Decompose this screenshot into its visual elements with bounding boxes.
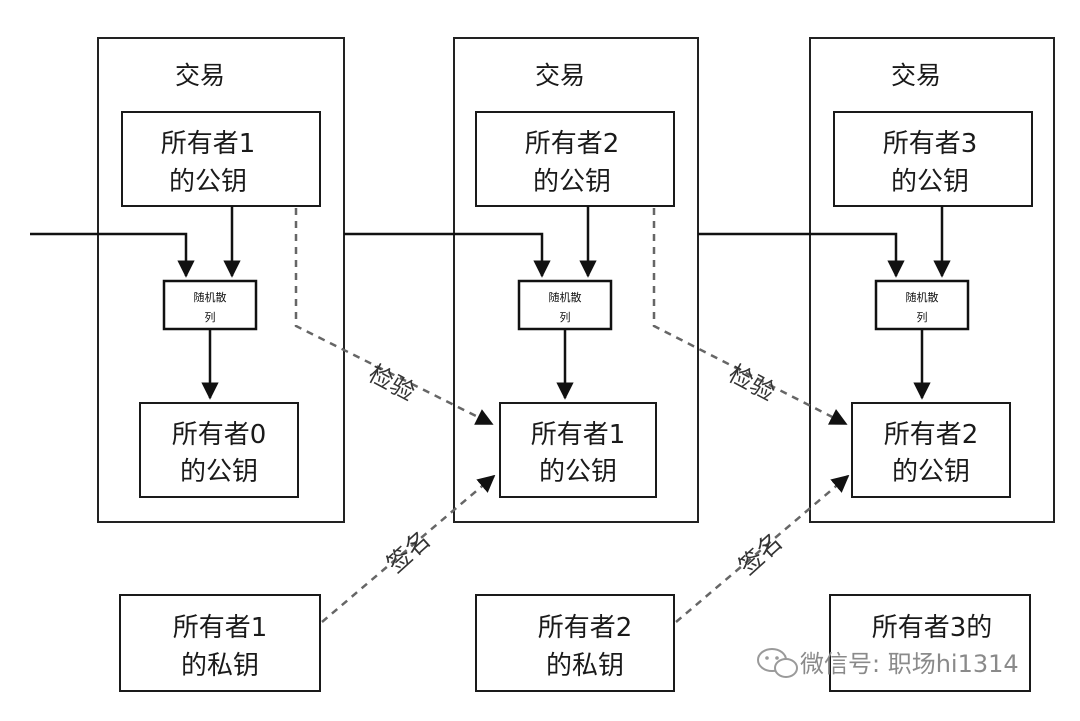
wechat-icon [757,648,798,678]
hash-line2-1: 列 [205,310,216,324]
watermark-text: 微信号: 职场hi1314 [800,650,1019,678]
hash-line2-2: 列 [560,310,571,324]
private-key-box-3 [829,594,1031,692]
prev-public-key-box-1 [139,402,299,498]
prev-public-key-box-2 [499,402,657,498]
verify-label-2: 检验 [724,359,780,406]
incoming-chain-arrow-3 [698,232,905,278]
transaction-title-1: 交易 [175,61,225,90]
prev-public-key-line2-1: 的公钥 [180,457,258,487]
private-key-line1-1: 所有者1 [173,613,268,643]
public-key-box-1 [121,111,321,207]
hash-line2-3: 列 [917,310,928,324]
incoming-chain-arrow-1 [30,232,195,278]
private-key-box-1 [119,594,321,692]
hash-box-3 [874,279,970,331]
verify-arrow-2 [652,208,848,426]
private-key-line2-1: 的私钥 [181,651,259,681]
public-key-box-3 [833,111,1033,207]
private-key-line1-2: 所有者2 [538,613,633,643]
public-key-line2-1: 的公钥 [169,167,247,197]
public-key-line1-1: 所有者1 [161,129,256,159]
transaction-title-2: 交易 [535,61,585,90]
public-key-line2-2: 的公钥 [533,167,611,197]
hash-box-2 [517,279,613,331]
sign-arrow-2 [675,474,850,623]
watermark: 微信号: 职场hi1314 [757,648,1019,678]
private-key-box-2 [475,594,675,692]
transaction-block-3: 交易 所有者3 的公钥 随机散 列 所有者2 的公钥 [698,37,1055,523]
incoming-chain-arrow-2 [344,232,551,278]
prev-public-key-line2-2: 的公钥 [539,457,617,487]
prev-public-key-line1-1: 所有者0 [172,420,267,450]
public-key-box-2 [475,111,675,207]
sign-label-1: 签名 [381,526,435,579]
public-key-line1-2: 所有者2 [525,129,620,159]
transaction-block-2: 交易 所有者2 的公钥 随机散 列 所有者1 的公钥 [344,37,699,523]
public-key-line1-3: 所有者3 [883,129,978,159]
prev-public-key-line1-2: 所有者1 [531,420,626,450]
private-key-line2-2: 的私钥 [546,651,624,681]
prev-public-key-line2-3: 的公钥 [892,457,970,487]
hash-line1-3: 随机散 [906,290,939,304]
transaction-title-3: 交易 [891,61,941,90]
private-key-line1-3: 所有者3的 [872,613,993,643]
public-key-line2-3: 的公钥 [891,167,969,197]
verify-arrow-1 [294,208,494,426]
transaction-block-1: 交易 所有者1 的公钥 随机散 列 所有者0 的公钥 [30,37,345,523]
hash-line1-2: 随机散 [549,290,582,304]
prev-public-key-line1-3: 所有者2 [884,420,979,450]
prev-public-key-box-3 [851,402,1011,498]
hash-line1-1: 随机散 [194,290,227,304]
verify-label-1: 检验 [364,359,420,406]
sign-arrow-1 [321,474,496,623]
